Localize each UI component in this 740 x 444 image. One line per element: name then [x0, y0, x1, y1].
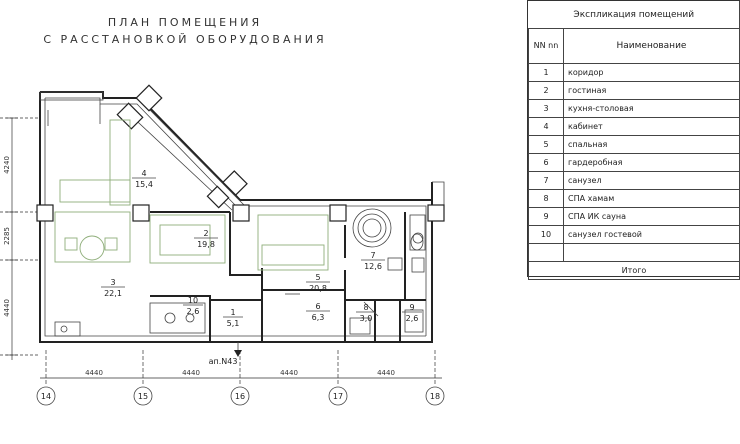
dim-bottom-3: 4440 [280, 369, 298, 377]
legend-header-nn: NN nn [528, 28, 564, 64]
room-label-4: 4 15,4 [132, 169, 156, 189]
axis-marker-16: 16 [230, 386, 250, 406]
svg-text:15,4: 15,4 [135, 180, 153, 189]
room-label-6: 6 6,3 [306, 302, 330, 322]
plan-title-line1: ПЛАН ПОМЕЩЕНИЯ [108, 16, 262, 29]
room-label-9: 9 2,6 [402, 303, 422, 323]
svg-text:1: 1 [230, 308, 235, 317]
svg-text:2,6: 2,6 [406, 314, 419, 323]
svg-text:14: 14 [41, 392, 51, 401]
apartment-entrance-marker: ап.N43 [209, 342, 242, 366]
axis-marker-15: 15 [133, 386, 153, 406]
dim-bottom-2: 4440 [182, 369, 200, 377]
svg-text:3,0: 3,0 [360, 314, 373, 323]
svg-text:7: 7 [370, 251, 375, 260]
room-label-10: 10 2,6 [183, 296, 203, 316]
floor-plan-drawing: ПЛАН ПОМЕЩЕНИЯ С РАССТАНОВКОЙ ОБОРУДОВАН… [0, 16, 445, 406]
dim-left-3: 4440 [3, 299, 11, 317]
dim-bottom-1: 4440 [85, 369, 103, 377]
legend-total-row: Итого [528, 261, 740, 280]
svg-text:6,3: 6,3 [312, 313, 325, 322]
svg-text:9: 9 [409, 303, 414, 312]
axis-marker-17: 17 [328, 386, 348, 406]
room-label-1: 1 5,1 [223, 308, 243, 328]
room-label-5: 5 20,8 [306, 273, 330, 293]
dim-left-2: 2285 [3, 227, 11, 245]
svg-text:2: 2 [203, 229, 208, 238]
dim-left-1: 4240 [3, 156, 11, 174]
svg-text:8: 8 [363, 303, 368, 312]
diagonal-balcony-units [116, 84, 248, 209]
axis-grid-lines [40, 350, 442, 384]
furniture-layout [54, 119, 426, 337]
svg-text:17: 17 [333, 392, 343, 401]
svg-text:3: 3 [110, 278, 115, 287]
svg-text:2,6: 2,6 [187, 307, 200, 316]
room-label-8: 8 3,0 [356, 303, 376, 323]
svg-text:20,8: 20,8 [309, 284, 327, 293]
legend-caption: Экспликация помещений [528, 1, 740, 29]
round-bath-icon [352, 208, 424, 248]
svg-text:16: 16 [235, 392, 245, 401]
axis-marker-18: 18 [425, 386, 445, 406]
room-label-3: 3 22,1 [101, 278, 125, 298]
axis-marker-14: 14 [36, 386, 56, 406]
legend-header-name: Наименование [563, 28, 740, 64]
svg-text:5: 5 [315, 273, 320, 282]
svg-text:18: 18 [430, 392, 440, 401]
svg-text:19,8: 19,8 [197, 240, 215, 249]
svg-text:4: 4 [141, 169, 146, 178]
interior-partitions [150, 211, 426, 342]
room-label-2: 2 19,8 [194, 229, 218, 249]
dim-bottom-4: 4440 [377, 369, 395, 377]
svg-text:10: 10 [188, 296, 198, 305]
table-row-empty [528, 243, 740, 262]
room-legend-panel: Экспликация помещений NN nn Наименование… [527, 0, 740, 280]
plan-title-line2: С РАССТАНОВКОЙ ОБОРУДОВАНИЯ [43, 33, 326, 46]
room-legend-table: Экспликация помещений NN nn Наименование… [528, 1, 740, 280]
svg-text:22,1: 22,1 [104, 289, 122, 298]
apartment-label: ап.N43 [209, 357, 238, 366]
legend-total: Итого [528, 261, 740, 280]
svg-text:5,1: 5,1 [227, 319, 240, 328]
structural-columns [36, 204, 445, 222]
left-dimension-chain: 4240 2285 4440 [0, 117, 40, 360]
svg-text:12,6: 12,6 [364, 262, 382, 271]
room-label-7: 7 12,6 [361, 251, 385, 271]
svg-text:6: 6 [315, 302, 320, 311]
svg-text:15: 15 [138, 392, 148, 401]
